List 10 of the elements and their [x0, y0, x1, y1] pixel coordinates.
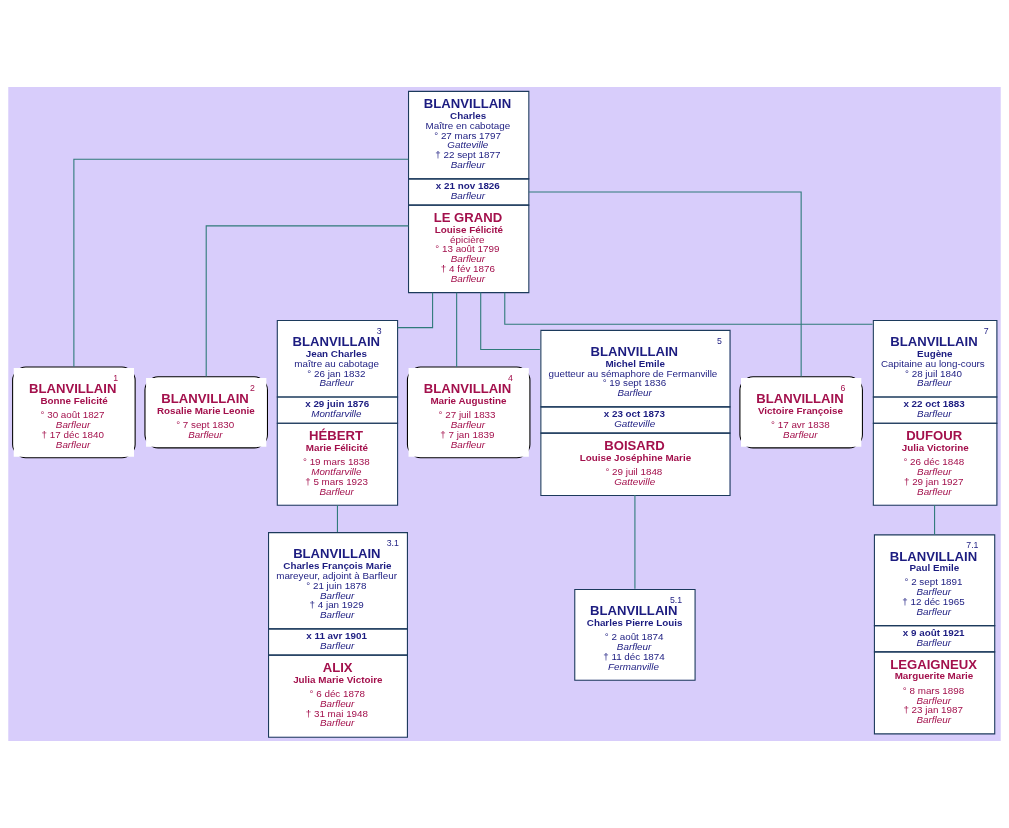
connector: [205, 225, 409, 377]
connector: [397, 292, 434, 329]
connector: [73, 158, 409, 368]
connector: [634, 494, 636, 590]
connector: [456, 292, 458, 368]
connector: [504, 292, 874, 325]
connector: [528, 191, 802, 377]
connector: [336, 504, 338, 533]
connector: [934, 504, 936, 536]
connector: [480, 292, 541, 350]
